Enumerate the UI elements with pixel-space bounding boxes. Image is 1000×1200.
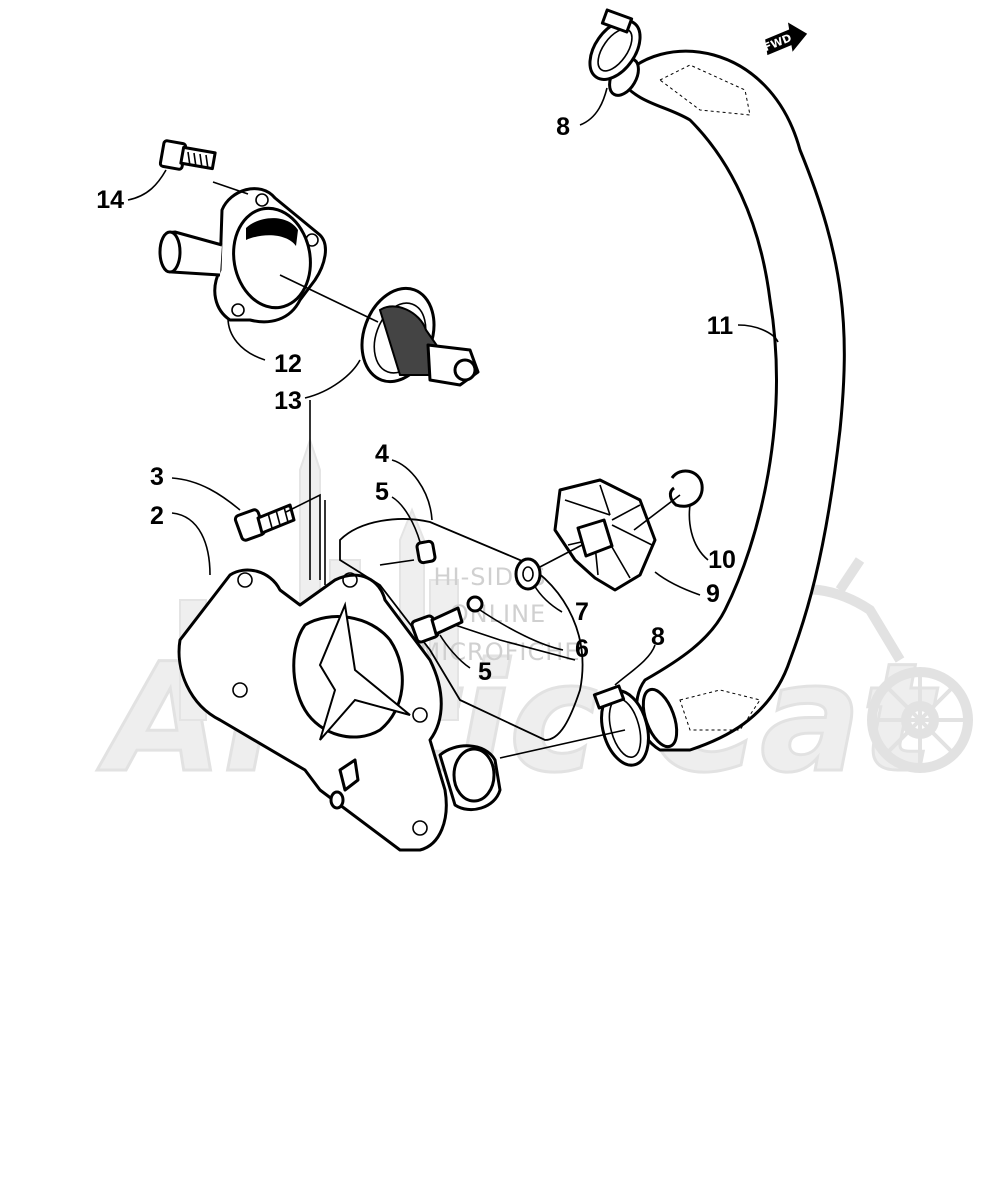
water-pump-housing [177,568,502,852]
hose [608,49,846,752]
callout-5: 5 [478,658,492,686]
gasket [339,518,584,741]
screw-5 [410,606,464,644]
clamp-top [588,8,642,81]
washer [466,595,484,613]
callout-8-top: 8 [556,113,570,141]
fwd-arrow-icon [765,22,808,56]
callouts: 8 14 12 13 11 4 5 3 2 10 9 7 6 5 8 [96,113,736,686]
callout-4: 5 [375,478,389,506]
bolt-14 [158,139,217,171]
snap-ring [668,469,704,508]
callout-11: 11 [707,312,734,340]
callout-2: 3 [150,463,164,491]
callout-12: 12 [274,350,302,378]
callout-1: 2 [150,502,164,530]
callout-13: 13 [274,387,302,415]
callout-7: 7 [575,598,589,626]
dowel-pin [415,539,437,565]
callout-8-bottom: 8 [651,623,665,651]
fwd-badge: FWD [762,22,808,56]
assembly-lines [212,181,681,759]
bolt-2 [233,503,296,542]
clamp-bottom [592,684,650,767]
callout-9: 9 [706,580,720,608]
watermark-line-2: ONLINE [450,600,546,628]
callout-3: 4 [375,440,389,468]
thermostat [360,286,480,387]
impeller [553,478,657,592]
thermostat-housing [158,187,327,324]
hose-outer [618,49,846,752]
watermark-line-3: MICROFICHE [420,638,581,666]
callout-10: 10 [708,546,736,574]
callout-6: 6 [575,635,589,663]
callout-14: 14 [96,186,124,214]
seal [514,557,542,591]
leader-lines [127,87,779,686]
